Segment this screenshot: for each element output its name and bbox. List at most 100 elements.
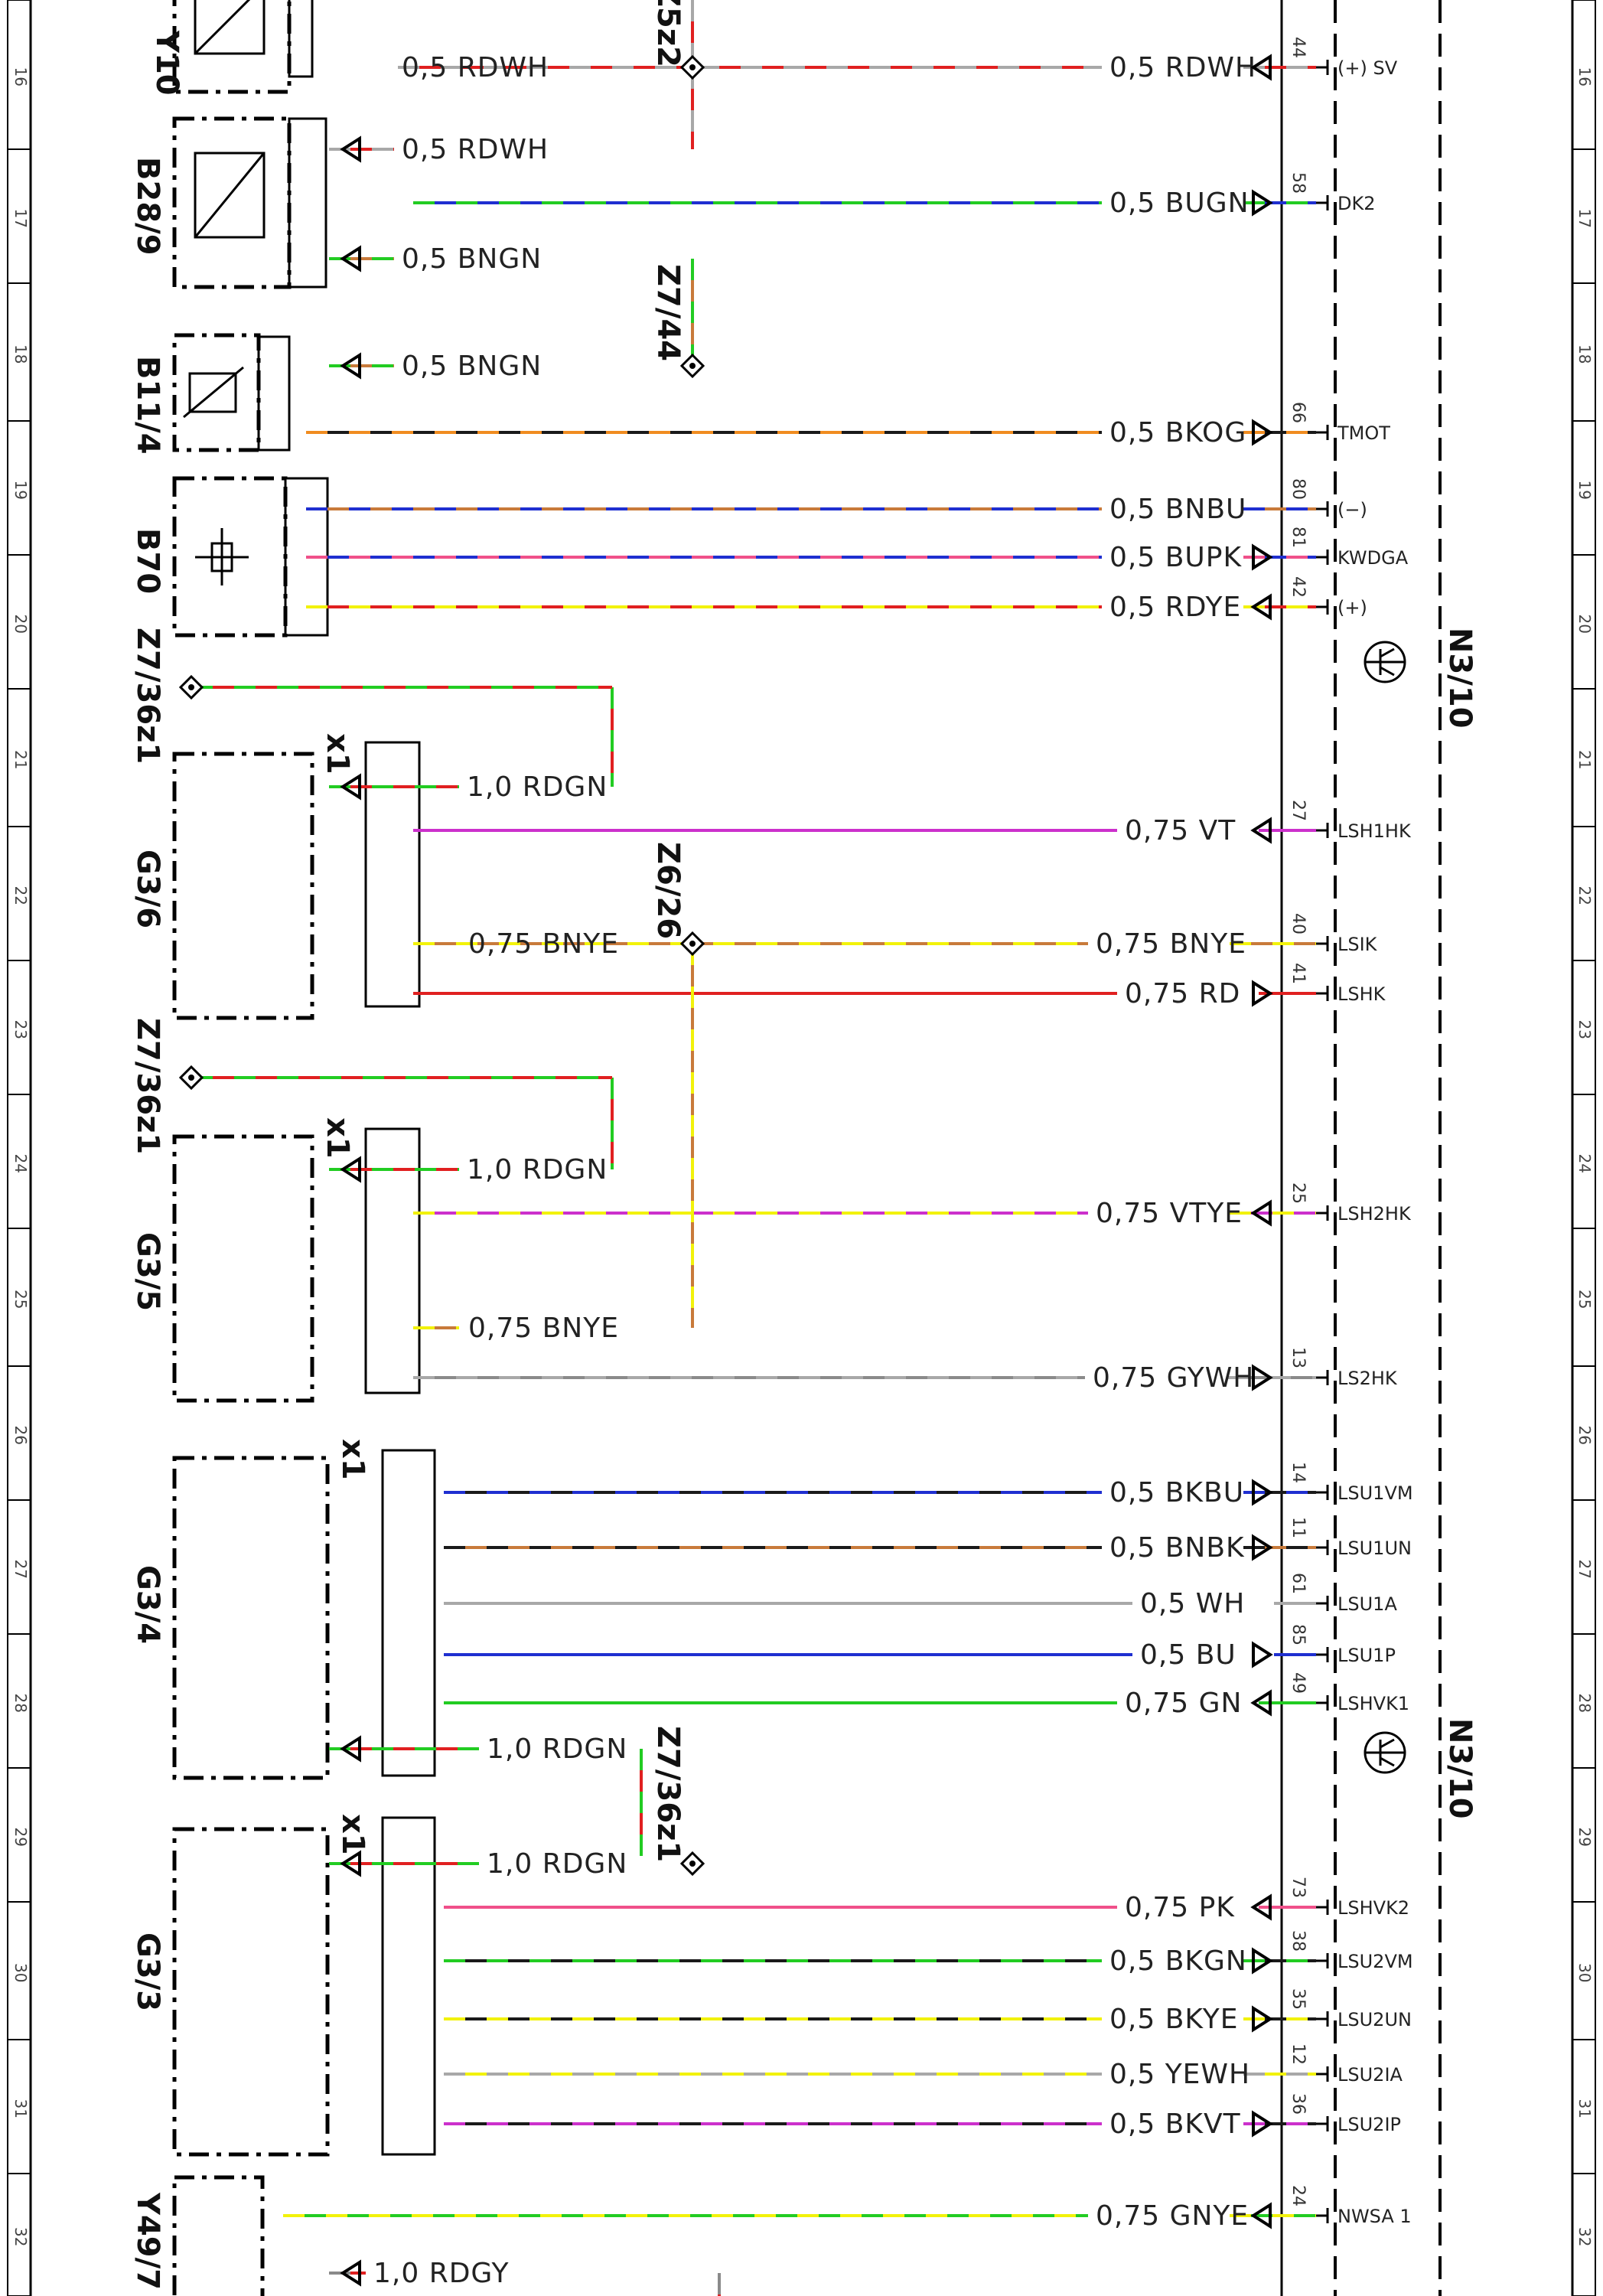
ecu-pin-number: 14 bbox=[1289, 1462, 1308, 1483]
ruler-row-number: 21 bbox=[11, 750, 30, 769]
wire-label: 0,75 BNYE bbox=[1096, 928, 1246, 960]
wire-label: 0,75 GN bbox=[1125, 1688, 1242, 1719]
wire-direction-arrow bbox=[1252, 543, 1273, 571]
ruler-row-number: 17 bbox=[1575, 209, 1594, 228]
ruler-row-number: 24 bbox=[11, 1154, 30, 1173]
ecu-pin-number: 44 bbox=[1289, 37, 1308, 58]
ecu-pin-number: 49 bbox=[1289, 1672, 1308, 1694]
splice-label-z7-36z1-c: Z7/36z1 bbox=[650, 1726, 686, 1862]
wire-label: 0,75 VT bbox=[1125, 815, 1236, 846]
wire-direction-arrow bbox=[1250, 1893, 1272, 1921]
wire-label: 0,5 RDYE bbox=[1109, 592, 1241, 623]
ecu-signal-name: LSU1A bbox=[1337, 1593, 1397, 1615]
ecu-signal-name: LS2HK bbox=[1337, 1368, 1398, 1389]
splice-dot bbox=[188, 684, 194, 690]
wire-direction-arrow bbox=[1250, 1689, 1272, 1717]
wire-direction-arrow bbox=[1250, 54, 1272, 81]
wire-label: 0,5 BKBU bbox=[1109, 1477, 1244, 1508]
wire-direction-arrow bbox=[340, 2259, 361, 2287]
ecu-signal-name: LSH2HK bbox=[1337, 1203, 1412, 1225]
ruler-row-number: 30 bbox=[1575, 1963, 1594, 1982]
ecu-signal-name: LSHVK1 bbox=[1337, 1693, 1409, 1714]
ruler-row-number: 22 bbox=[11, 886, 30, 905]
ecu-label-lower: N3/10 bbox=[1442, 1718, 1478, 1819]
ruler-row-number: 31 bbox=[11, 2099, 30, 2118]
wire-label: 1,0 RDGN bbox=[467, 1154, 608, 1186]
wire-direction-arrow bbox=[1250, 593, 1272, 621]
ruler-row-number: 30 bbox=[11, 1963, 30, 1982]
wire-label: 0,5 RDWH bbox=[1109, 52, 1256, 83]
splice-label-z6-26: Z6/26 bbox=[650, 842, 686, 939]
wire-label: 0,5 WH bbox=[1140, 1588, 1245, 1619]
ruler-row-number: 19 bbox=[1575, 481, 1594, 500]
ruler-row-number: 20 bbox=[1575, 615, 1594, 634]
right-ruler bbox=[1571, 0, 1596, 2296]
ecu-pin-number: 25 bbox=[1289, 1182, 1308, 1204]
wire-label: 1,0 RDGN bbox=[487, 1848, 627, 1880]
ecu-transistor-icon bbox=[1364, 1731, 1406, 1774]
wire-direction-arrow bbox=[1252, 2110, 1273, 2138]
ruler-row-number: 23 bbox=[11, 1020, 30, 1039]
splice-label-z5z2: Z5z2 bbox=[650, 0, 686, 67]
ecu-pin-number: 61 bbox=[1289, 1573, 1308, 1594]
ruler-row-number: 21 bbox=[1575, 750, 1594, 769]
wire-label: 1,0 RDGN bbox=[487, 1733, 627, 1765]
wire-label: 0,5 YEWH bbox=[1109, 2059, 1250, 2090]
wire-label: 1,0 RDGN bbox=[467, 771, 608, 803]
wire-direction-arrow bbox=[1252, 1641, 1273, 1668]
ruler-row-number: 28 bbox=[11, 1694, 30, 1713]
wire-label: 0,5 BKGN bbox=[1109, 1945, 1247, 1977]
ecu-signal-name: (+) SV bbox=[1337, 57, 1398, 79]
ecu-pin-number: 81 bbox=[1289, 527, 1308, 548]
wire-label: 0,5 BKVT bbox=[1109, 2108, 1241, 2140]
connector-label-x1-g3-6: x1 bbox=[320, 733, 355, 775]
ecu-pin-number: 58 bbox=[1289, 172, 1308, 194]
wire-direction-arrow bbox=[1252, 2005, 1273, 2033]
wire-label: 0,5 BU bbox=[1140, 1639, 1236, 1671]
wire-label: 0,5 RDWH bbox=[402, 134, 549, 165]
ecu-pin-number: 80 bbox=[1289, 478, 1308, 500]
ecu-pin-number: 85 bbox=[1289, 1624, 1308, 1645]
ruler-row-number: 23 bbox=[1575, 1020, 1594, 1039]
connector-label-x1-g3-3: x1 bbox=[335, 1814, 370, 1855]
ruler-row-number: 20 bbox=[11, 615, 30, 634]
wire-label: 0,5 BKOG bbox=[1109, 417, 1246, 448]
wire-direction-arrow bbox=[340, 1735, 361, 1763]
ruler-row-number: 19 bbox=[11, 481, 30, 500]
component-label-g3-5: G3/5 bbox=[130, 1232, 165, 1311]
left-ruler bbox=[7, 0, 32, 2296]
splice-dot bbox=[188, 1075, 194, 1081]
ecu-signal-name: LSU2IA bbox=[1337, 2064, 1403, 2086]
ruler-row-number: 27 bbox=[1575, 1560, 1594, 1579]
ecu-pin-number: 42 bbox=[1289, 576, 1308, 598]
sensor-symbols bbox=[183, 0, 266, 585]
ruler-row-number: 25 bbox=[11, 1290, 30, 1309]
wire-direction-arrow bbox=[1252, 1364, 1273, 1391]
wire-label: 0,5 RDWH bbox=[402, 52, 549, 83]
splice-dot bbox=[689, 64, 696, 70]
ruler-row-number: 32 bbox=[11, 2227, 30, 2246]
ecu-signal-name: LSU1P bbox=[1337, 1645, 1396, 1666]
connector-boxes bbox=[257, 0, 436, 2156]
ecu-signal-name: TMOT bbox=[1337, 422, 1390, 444]
component-label-b28-9: B28/9 bbox=[130, 157, 165, 256]
ecu-pin-number: 24 bbox=[1289, 2185, 1308, 2206]
ecu-pin-number: 73 bbox=[1289, 1877, 1308, 1898]
ruler-row-number: 26 bbox=[11, 1426, 30, 1445]
wire-direction-arrow bbox=[1250, 1199, 1272, 1227]
ecu-pin-number: 11 bbox=[1289, 1517, 1308, 1538]
ruler-row-number: 29 bbox=[1575, 1828, 1594, 1847]
ecu-signal-name: (−) bbox=[1337, 499, 1367, 520]
ecu-signal-name: LSHK bbox=[1337, 983, 1386, 1005]
ecu-signal-name: LSHVK2 bbox=[1337, 1897, 1409, 1919]
component-label-y10: Y10 bbox=[149, 30, 184, 96]
ruler-row-number: 16 bbox=[1575, 67, 1594, 86]
connector-label-x1-g3-4: x1 bbox=[335, 1439, 370, 1480]
ecu-signal-name: LSU2VM bbox=[1337, 1951, 1413, 1972]
component-label-b70: B70 bbox=[130, 528, 165, 594]
ecu-pin-number: 40 bbox=[1289, 913, 1308, 934]
component-label-g3-4: G3/4 bbox=[130, 1565, 165, 1644]
wire-direction-arrow bbox=[340, 135, 361, 163]
ruler-row-number: 27 bbox=[11, 1560, 30, 1579]
